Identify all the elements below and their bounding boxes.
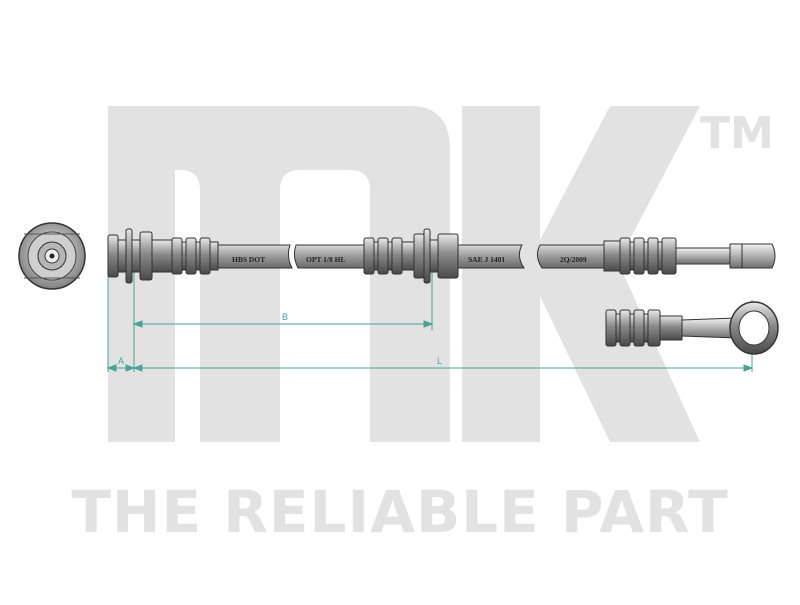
hose-segment-3: [457, 244, 525, 269]
dimension-a-label: A: [118, 356, 124, 366]
banjo-fitting: [605, 301, 779, 355]
hose-segment-4: [536, 244, 605, 269]
right-hose-fitting: [603, 237, 776, 275]
dimension-b-label: B: [282, 312, 288, 322]
brand-tagline: THE RELIABLE PART: [71, 478, 729, 546]
hose-label-3: SAE J 1401: [468, 255, 505, 264]
hose-label-4: 2Q/2009: [560, 255, 587, 264]
trademark-symbol: TM: [700, 108, 774, 159]
hose-label-1: HBS DOT: [232, 255, 265, 264]
hose-label-2: OPT 1/8 HL: [306, 255, 345, 264]
middle-hose-fitting: [363, 228, 459, 284]
hose-segment-1: [217, 244, 293, 269]
hose-segment-2: [293, 244, 365, 269]
fitting-end-view: [18, 222, 86, 290]
left-hose-fitting: [107, 228, 219, 284]
nk-logo-watermark: [108, 106, 700, 442]
dimension-l-label: L: [437, 356, 442, 366]
